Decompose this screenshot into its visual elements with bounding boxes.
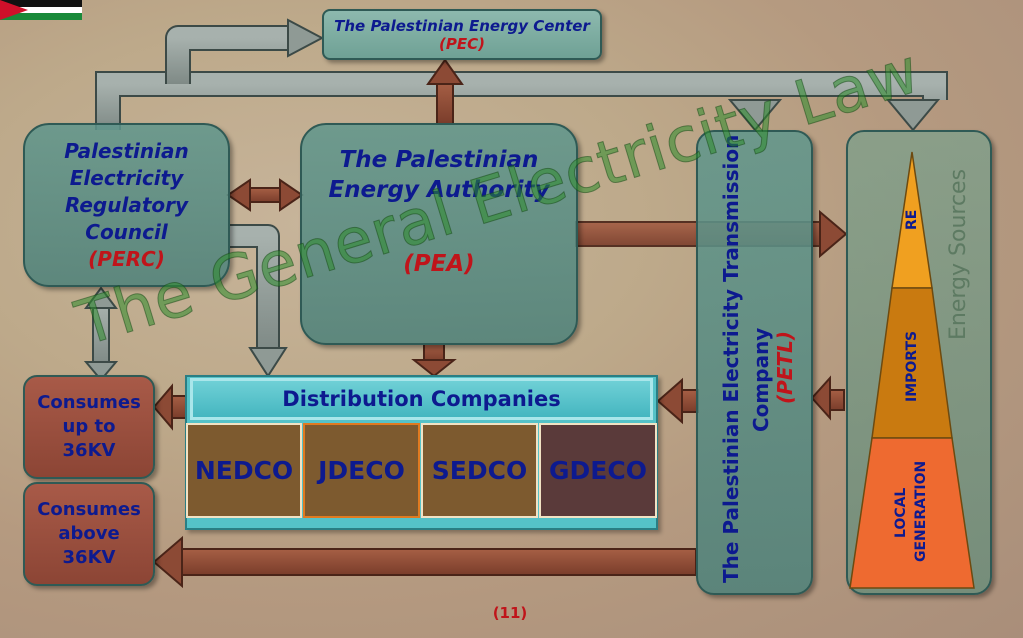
consumes-up-to-line2: up to bbox=[62, 416, 116, 437]
pyramid-imports-label: IMPORTS bbox=[904, 330, 920, 402]
perc-box: Palestinian Electricity Regulatory Counc… bbox=[23, 123, 230, 287]
pyramid-local-label-1: LOCAL bbox=[893, 487, 909, 538]
pea-abbr: (PEA) bbox=[403, 251, 475, 277]
pyramid-local-label-2: GENERATION bbox=[913, 460, 929, 562]
arrow-to-sources bbox=[885, 99, 941, 132]
pec-box: The Palestinian Energy Center (PEC) bbox=[322, 9, 602, 60]
consumes-above-line1: Consumes bbox=[37, 499, 141, 520]
consumes-up-to-box: Consumes up to 36KV bbox=[23, 375, 155, 479]
consumes-up-to-line3: 36KV bbox=[62, 440, 116, 461]
perc-abbr: (PERC) bbox=[88, 246, 165, 271]
arrow-pea-to-distribution bbox=[411, 359, 457, 378]
consumes-up-to-line1: Consumes bbox=[37, 392, 141, 413]
company-sedco: SEDCO bbox=[421, 423, 538, 518]
pec-title: The Palestinian Energy Center bbox=[334, 16, 590, 35]
palestine-flag-icon bbox=[0, 0, 82, 20]
perc-name-line2: Electricity bbox=[69, 165, 184, 190]
distribution-title: Distribution Companies bbox=[190, 378, 653, 420]
arrow-petl-to-consumers bbox=[152, 535, 183, 589]
consumes-above-box: Consumes above 36KV bbox=[23, 482, 155, 586]
consumes-above-line2: above bbox=[58, 523, 120, 544]
pyramid-local bbox=[849, 437, 975, 589]
company-nedco: NEDCO bbox=[186, 423, 302, 518]
perc-name-line1: Palestinian bbox=[64, 138, 189, 163]
consumes-above-line3: 36KV bbox=[62, 547, 116, 568]
arrow-perc-pea bbox=[226, 178, 251, 212]
pea-name-line2: Energy Authority bbox=[328, 177, 550, 203]
perc-name-line4: Council bbox=[85, 219, 168, 244]
pec-abbr: (PEC) bbox=[439, 34, 485, 53]
arrow-to-petl bbox=[727, 99, 783, 132]
perc-name-line3: Regulatory bbox=[64, 192, 189, 217]
petl-box bbox=[696, 130, 813, 595]
arrow-pea-to-pec bbox=[426, 58, 464, 85]
arrow-to-pec bbox=[287, 18, 325, 58]
arrow-pea-to-sources bbox=[819, 209, 848, 259]
pyramid-re-label: RE bbox=[904, 209, 920, 230]
pea-box: The Palestinian Energy Authority (PEA) bbox=[300, 123, 578, 345]
arrow-sources-to-petl bbox=[810, 375, 831, 421]
company-gdeco: GDECO bbox=[539, 423, 657, 518]
arrow-dist-to-consumers bbox=[152, 383, 173, 431]
pea-name-line1: The Palestinian bbox=[339, 147, 539, 173]
page-number: (11) bbox=[492, 604, 528, 622]
company-jdeco: JDECO bbox=[303, 423, 420, 518]
arrow-petl-to-distribution bbox=[656, 377, 683, 425]
arrow-to-distribution bbox=[248, 347, 288, 378]
